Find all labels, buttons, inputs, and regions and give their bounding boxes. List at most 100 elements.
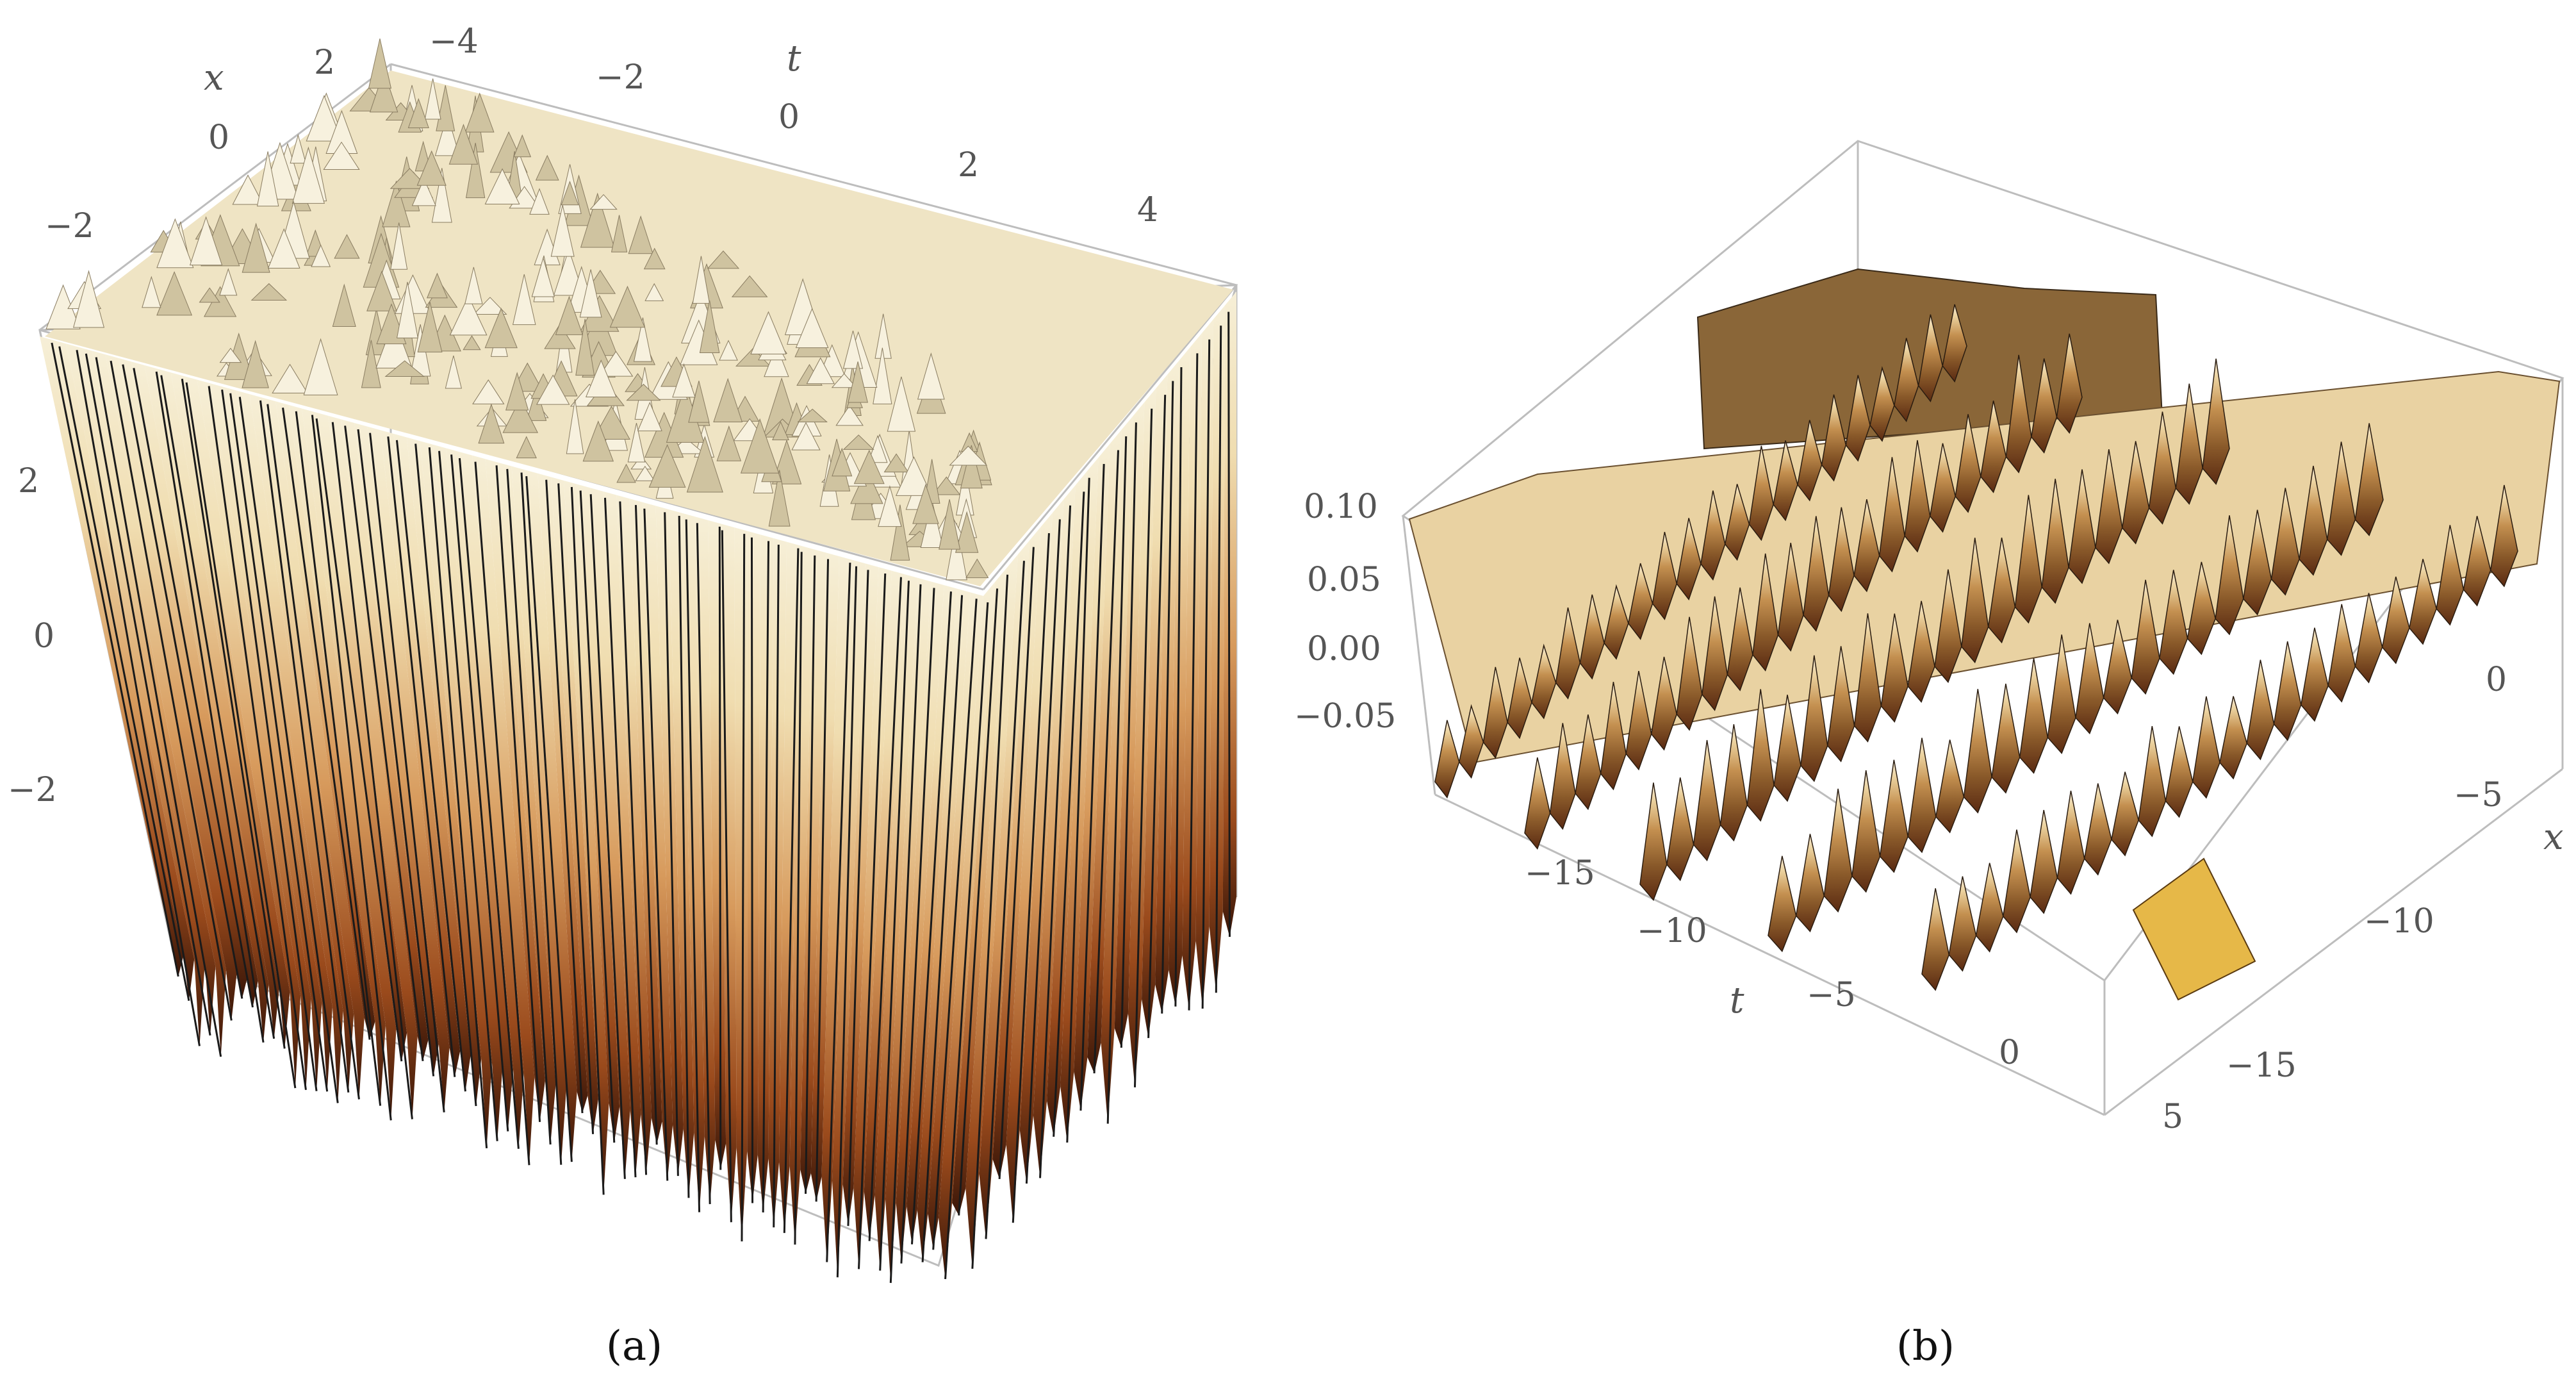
surface-mesh-line (826, 563, 851, 1262)
surface-mesh-line (643, 508, 669, 1181)
surface-mesh-line (1201, 339, 1211, 1009)
surface-mesh-line (664, 512, 679, 1177)
surface-facet (965, 554, 1018, 1269)
surface-ridge-facet (2246, 659, 2275, 761)
panel-a-x-axis-label: x (204, 57, 224, 99)
panel-b-label: (b) (1896, 1323, 1955, 1370)
surface-ridge-facet (1851, 770, 1881, 893)
surface-ridge-facet (1948, 876, 1977, 972)
panel-a-x-tick: 2 (314, 44, 335, 82)
surface-spike (416, 150, 447, 186)
panel-b-z-tick: 0.10 (1304, 488, 1378, 526)
surface-facet (170, 372, 290, 1049)
surface-ridge-facet (2192, 696, 2220, 799)
surface-mesh-line (921, 595, 964, 1262)
surface-spike (883, 453, 909, 473)
surface-mesh-line (51, 342, 179, 977)
surface-mesh-line (395, 440, 466, 1092)
panel-b-x-axis-label: x (2543, 816, 2564, 858)
surface-mesh-line (634, 505, 658, 1145)
surface-ridge-facet (1795, 834, 1825, 933)
surface-mesh-line (506, 468, 552, 1145)
panel-b-x-tick: −5 (2454, 776, 2503, 814)
surface-mesh-line (603, 497, 637, 1178)
surface-spike (764, 345, 789, 377)
surface-spike (939, 499, 961, 550)
surface-spike (716, 425, 742, 461)
surface-ridge-facet (1975, 863, 2004, 953)
surface-spike (311, 244, 331, 267)
surface-facet (328, 415, 418, 1119)
surface-mesh-line (1066, 477, 1090, 1143)
surface-spike (750, 311, 787, 354)
surface-mesh-line (900, 588, 935, 1264)
surface-mesh-line (570, 486, 605, 1195)
surface-facet (341, 419, 429, 1061)
surface-spike (516, 436, 537, 459)
surface-spike (648, 444, 686, 488)
surface-mesh-line (1174, 367, 1183, 1007)
surface-spike (566, 399, 584, 454)
surface-ridge-facet (2490, 484, 2518, 588)
panel-a-t-tick: 4 (1137, 191, 1158, 229)
surface-ridge-facet (2019, 657, 2049, 774)
panel-b-x-tick: −10 (2364, 902, 2434, 941)
surface-spike (960, 445, 983, 489)
surface-spike (580, 192, 615, 248)
surface-spike (472, 379, 505, 404)
surface-mesh-line (357, 429, 435, 1077)
surface-spike (920, 500, 944, 549)
surface-spike (707, 250, 740, 269)
surface-mesh-line (315, 418, 403, 1062)
surface-spike (505, 372, 529, 411)
surface-spike (250, 283, 288, 301)
surface-ridge-facet (2003, 829, 2031, 934)
surface-spike (795, 308, 829, 349)
surface-spike (531, 256, 555, 297)
surface-ridge-facet (1907, 738, 1937, 854)
surface-spike (555, 295, 584, 335)
surface-ridge-facet (2056, 790, 2085, 895)
panel-b-t-tick: 5 (2162, 1098, 2183, 1136)
surface-spike (448, 124, 479, 165)
surface-spike (797, 408, 828, 422)
surface-mesh-line (295, 411, 382, 1106)
surface-ridge-facet (1434, 720, 1460, 799)
surface-spike (142, 276, 161, 308)
surface-mesh-line (696, 523, 711, 1205)
surface-mesh-line (879, 581, 910, 1271)
panel-b-z-tick: 0.00 (1307, 630, 1381, 668)
surface-spike (561, 180, 579, 206)
surface-spike (842, 434, 874, 450)
surface-facet (1209, 305, 1226, 993)
surface-spike (579, 269, 602, 318)
surface-spike (369, 70, 398, 113)
surface-facet (747, 531, 761, 1203)
surface-spike (853, 449, 885, 484)
surface-spike (445, 355, 463, 389)
surface-spike (306, 95, 343, 142)
surface-ridge-facet (2083, 783, 2112, 876)
panel-a-z-tick: 0 (33, 617, 54, 656)
surface-spike (832, 447, 853, 477)
surface-spike (616, 463, 636, 483)
surface-mesh-line (155, 371, 265, 1043)
panel-a-z-tick: −2 (8, 771, 57, 809)
surface-spike (382, 180, 411, 227)
surface-mesh-line (520, 472, 562, 1165)
surface-spike (397, 281, 418, 338)
surface-ridge-facet (1921, 888, 1950, 991)
surface-spike (189, 216, 223, 266)
surface-mesh-line (495, 465, 541, 1122)
surface-spike (768, 470, 791, 527)
surface-spike (873, 347, 892, 404)
surface-facet (590, 488, 630, 1179)
surface-spike (593, 406, 630, 440)
surface-mesh-line (185, 382, 297, 1089)
surface-ridge-facet (1773, 695, 1801, 802)
surface-spike (219, 347, 242, 363)
surface-spike (334, 234, 360, 259)
surface-spike (332, 283, 356, 327)
surface-ridge-facet (1524, 757, 1551, 850)
panel-a-x-tick: 0 (208, 119, 229, 157)
